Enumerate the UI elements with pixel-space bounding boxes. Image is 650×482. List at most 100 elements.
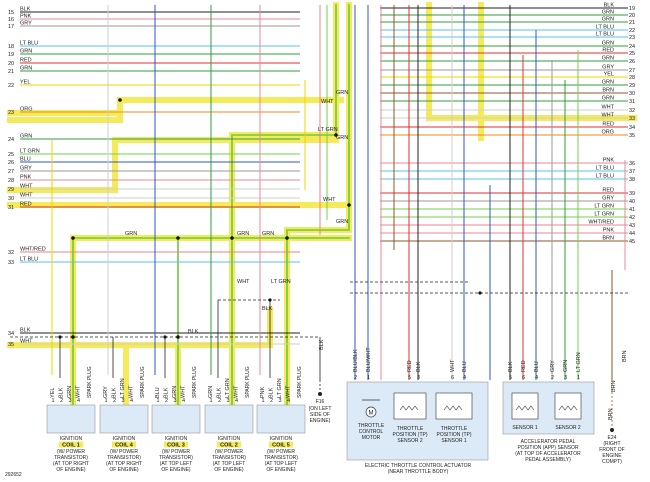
throttle-wire-label: RED	[407, 360, 413, 372]
left-pin: 21	[8, 69, 14, 75]
throttle-pin: 1	[367, 375, 370, 381]
right-wire-label: LT GRN	[594, 212, 614, 218]
coil-desc: TRANSISTOR)	[107, 455, 141, 461]
app-pin: 6	[522, 375, 525, 381]
app-wire-label: LT GRN	[576, 352, 582, 372]
left-wire-label: GRY	[20, 166, 32, 172]
e24-label: E24	[608, 435, 617, 441]
right-wire-label: GRN	[602, 17, 614, 23]
right-wire-label: YEL	[604, 72, 614, 78]
app-wire-label: GRY	[550, 360, 556, 372]
right-pin: 22	[629, 28, 635, 34]
throttle-wire-label: WHT	[450, 359, 456, 372]
left-wire-label: WHT	[20, 193, 33, 199]
coil-desc: TRANSISTOR)	[54, 455, 88, 461]
right-wire-25: 25 RED	[380, 48, 635, 57]
coil-pin: 4	[182, 398, 185, 404]
coil-pin: 1	[105, 398, 108, 404]
app-desc-1: ACCELERATOR PEDAL	[521, 439, 576, 445]
coil-wire-label: LT GRN	[225, 378, 231, 398]
coil-desc: (AT TOP LEFT	[265, 461, 298, 467]
right-pin: 30	[629, 91, 635, 97]
e24-desc-4: COMPT)	[602, 459, 622, 465]
right-pin: 25	[629, 51, 635, 57]
label-grn-b: GRN	[336, 135, 348, 141]
coil-name-highlight	[217, 441, 241, 448]
left-pin: 28	[8, 178, 14, 184]
right-wire-label: GRN	[602, 56, 614, 62]
throttle-wire-label: BLU/WHT	[366, 347, 372, 372]
throttle-wire-label: BLU/BLK	[353, 349, 359, 372]
left-wire-label: LT GRN	[20, 149, 40, 155]
right-wire-label: GRN	[602, 80, 614, 86]
left-pin: 33	[8, 260, 14, 266]
coil-pin: 3	[227, 398, 230, 404]
f16-desc-2: SIDE OF	[310, 412, 330, 418]
coil-pin: 3	[122, 398, 125, 404]
ground-f16: BLK F16 (ON LEFT SIDE OF ENGINE)	[309, 339, 332, 424]
coil-wire-label: YEL	[50, 388, 56, 398]
coil-pin: 1	[52, 398, 55, 404]
left-wire-label: BLK	[20, 7, 31, 13]
tp2-line-1: THROTTLE	[397, 426, 424, 432]
inner-labels: GRN WHT LT GRN GRN WHT GRN GRN GRN GRN W…	[125, 90, 348, 335]
throttle-pin: 3	[417, 375, 420, 381]
label-grn-f: GRN	[262, 231, 274, 237]
left-pin: 20	[8, 61, 14, 67]
left-wire-label: BLU	[20, 157, 31, 163]
motor-line-3: MOTOR	[362, 435, 381, 441]
label-blk-a: BLK	[188, 329, 199, 335]
left-wire-label: ORG	[20, 107, 33, 113]
coil-pin: 1	[262, 398, 265, 404]
left-pin: 32	[8, 250, 14, 256]
coil-desc: (W/ POWER	[162, 449, 190, 455]
left-wire-label: GRN	[20, 66, 32, 72]
coil-wire-label: BLK	[217, 387, 223, 398]
coil-name-highlight	[59, 441, 83, 448]
f16-wire: BLK	[319, 339, 325, 350]
throttle-pin: 4	[463, 375, 466, 381]
throttle-pin: 5	[408, 375, 411, 381]
splice-dots	[58, 98, 482, 339]
spark-plug-label: SPARK PLUG	[297, 366, 303, 398]
coil-pin: 4	[130, 398, 133, 404]
right-pin: 23	[629, 35, 635, 41]
right-wire-label: GRN	[602, 96, 614, 102]
right-wire-label: WHT	[601, 113, 614, 119]
right-pin: 21	[629, 20, 635, 26]
coil-pin: 1	[210, 398, 213, 404]
left-wire-label: GRN	[20, 134, 32, 140]
left-wire-label: GRY	[20, 21, 32, 27]
right-pin: 41	[629, 207, 635, 213]
right-pin: 19	[629, 6, 635, 12]
e24-wire-2: BRN	[622, 350, 628, 362]
left-pin: 30	[8, 196, 14, 202]
coil-wire-label: BLK	[112, 387, 118, 398]
right-wire-21: 21 GRN	[380, 17, 635, 26]
right-wire-label: PNK	[603, 158, 615, 164]
coil-desc: TRANSISTOR)	[212, 455, 246, 461]
right-pin: 36	[629, 161, 635, 167]
left-pin: 18	[8, 44, 14, 50]
coil-pin: 4	[77, 398, 80, 404]
right-wire-label: RED	[602, 48, 614, 54]
coil-name: COIL 1	[62, 443, 80, 449]
right-pin: 45	[629, 239, 635, 245]
label-ltgrn-c: LT GRN	[271, 279, 291, 285]
